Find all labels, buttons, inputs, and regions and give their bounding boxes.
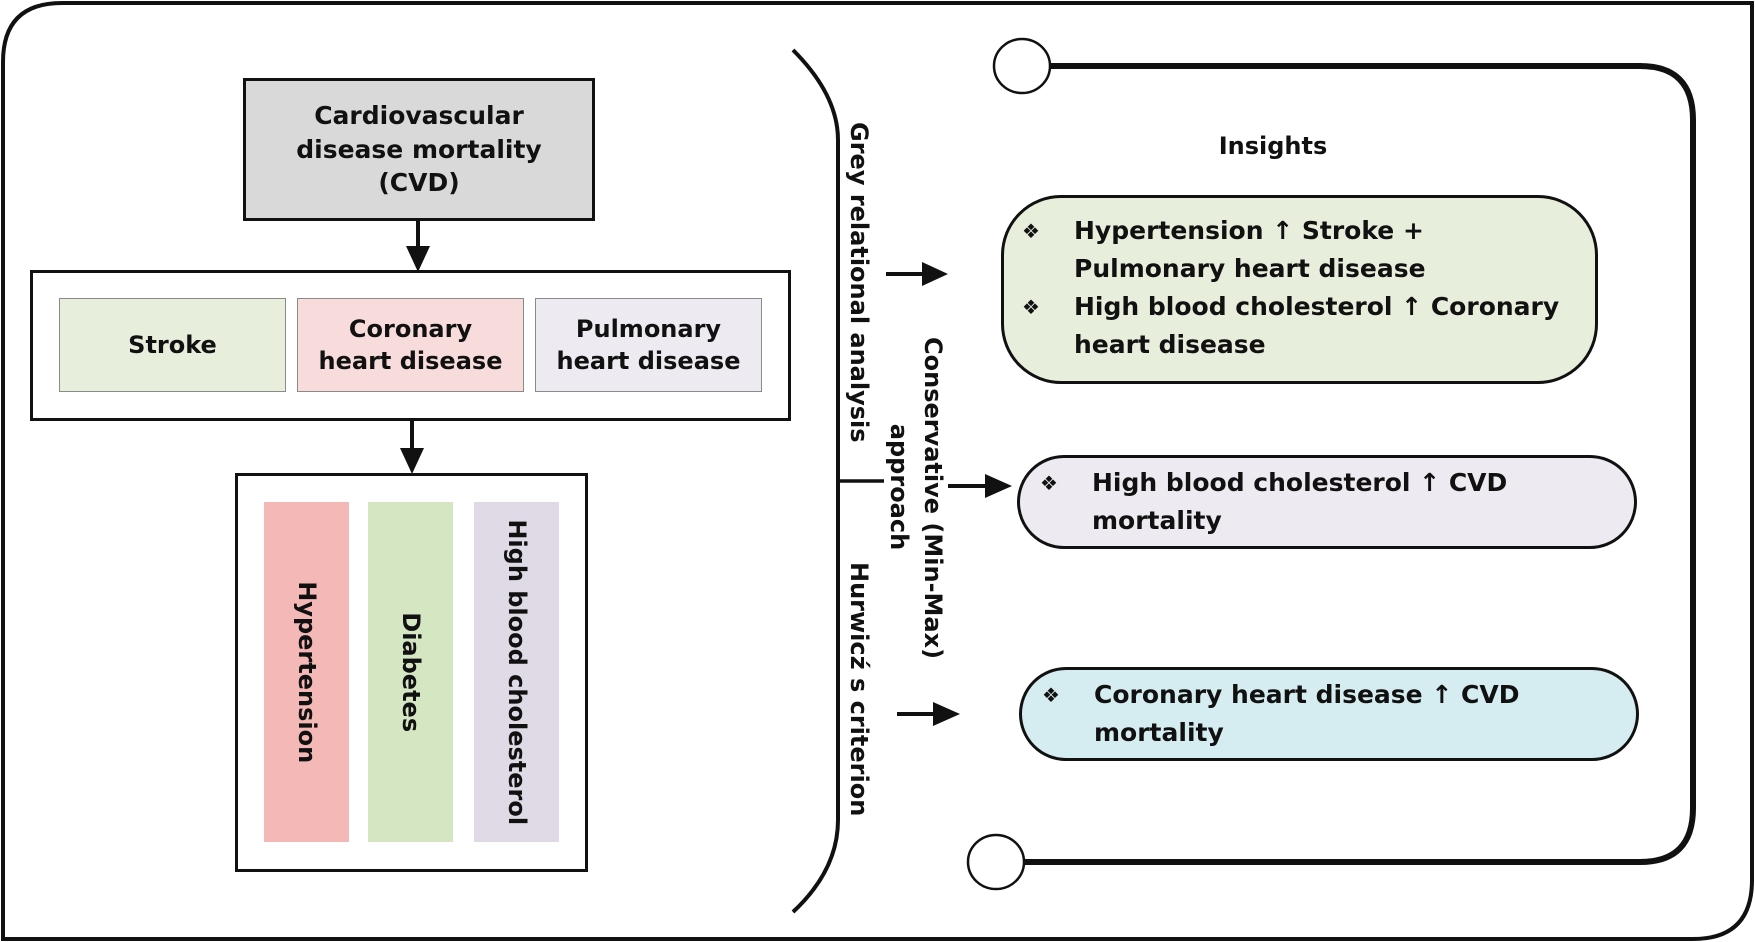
outcome-label: Pulmonary heart disease [556, 314, 741, 375]
rail-end-circle [966, 833, 1026, 891]
outcome-coronary-heart-disease: Coronary heart disease [297, 298, 524, 392]
outcome-pulmonary-heart-disease: Pulmonary heart disease [535, 298, 762, 392]
insight-item: ❖ Coronary heart disease ↑ CVD mortality [1042, 676, 1636, 752]
method-label-line1: Conservative (Min-Max) [919, 337, 947, 660]
insight-item: ❖ Hypertension ↑ Stroke + Pulmonary hear… [1022, 212, 1575, 288]
diamond-bullet-icon: ❖ [1040, 471, 1058, 495]
method-conservative-min-max: Conservative (Min-Max) approach [879, 337, 949, 660]
outcome-label: Stroke [128, 330, 217, 359]
root-node-cvd: Cardiovascular disease mortality (CVD) [243, 78, 595, 221]
method-label: Grey relational analysis [845, 122, 873, 443]
insights-rail [1024, 63, 1696, 865]
insight-group-grey-relational: ❖ Hypertension ↑ Stroke + Pulmonary hear… [1001, 195, 1598, 384]
risk-high-blood-cholesterol: High blood cholesterol [474, 502, 559, 842]
insight-item: ❖ High blood cholesterol ↑ Coronary hear… [1022, 288, 1575, 364]
root-node-label: Cardiovascular disease mortality (CVD) [296, 100, 542, 198]
risk-label: Hypertension [292, 581, 321, 763]
risk-label: High blood cholesterol [502, 519, 531, 825]
insight-item: ❖ High blood cholesterol ↑ CVD mortality [1040, 464, 1634, 540]
arrow-conservative [948, 474, 1012, 498]
risk-label: Diabetes [396, 612, 425, 732]
method-label: Hurwicź s criterion [845, 562, 873, 817]
methods-bracket [791, 48, 840, 914]
insight-group-hurwicz: ❖ Coronary heart disease ↑ CVD mortality [1019, 667, 1639, 761]
outcome-stroke: Stroke [59, 298, 286, 392]
method-grey-relational-analysis: Grey relational analysis [841, 122, 875, 443]
risk-hypertension: Hypertension [264, 502, 349, 842]
arrow-grey-relational [886, 262, 948, 286]
insight-group-conservative: ❖ High blood cholesterol ↑ CVD mortality [1017, 455, 1637, 549]
method-label-line2: approach [885, 423, 914, 551]
method-hurwicz-criterion: Hurwicź s criterion [841, 562, 875, 816]
insights-title: Insights [1218, 132, 1328, 160]
risk-diabetes: Diabetes [368, 502, 453, 842]
diamond-bullet-icon: ❖ [1022, 219, 1040, 243]
diamond-bullet-icon: ❖ [1042, 683, 1060, 707]
arrow-root-to-outcomes [406, 221, 430, 272]
arrow-hurwicz [897, 702, 960, 726]
rail-start-circle [992, 37, 1052, 95]
outcome-label: Coronary heart disease [318, 314, 503, 375]
arrow-outcomes-to-risks [400, 421, 424, 474]
diamond-bullet-icon: ❖ [1022, 295, 1040, 319]
